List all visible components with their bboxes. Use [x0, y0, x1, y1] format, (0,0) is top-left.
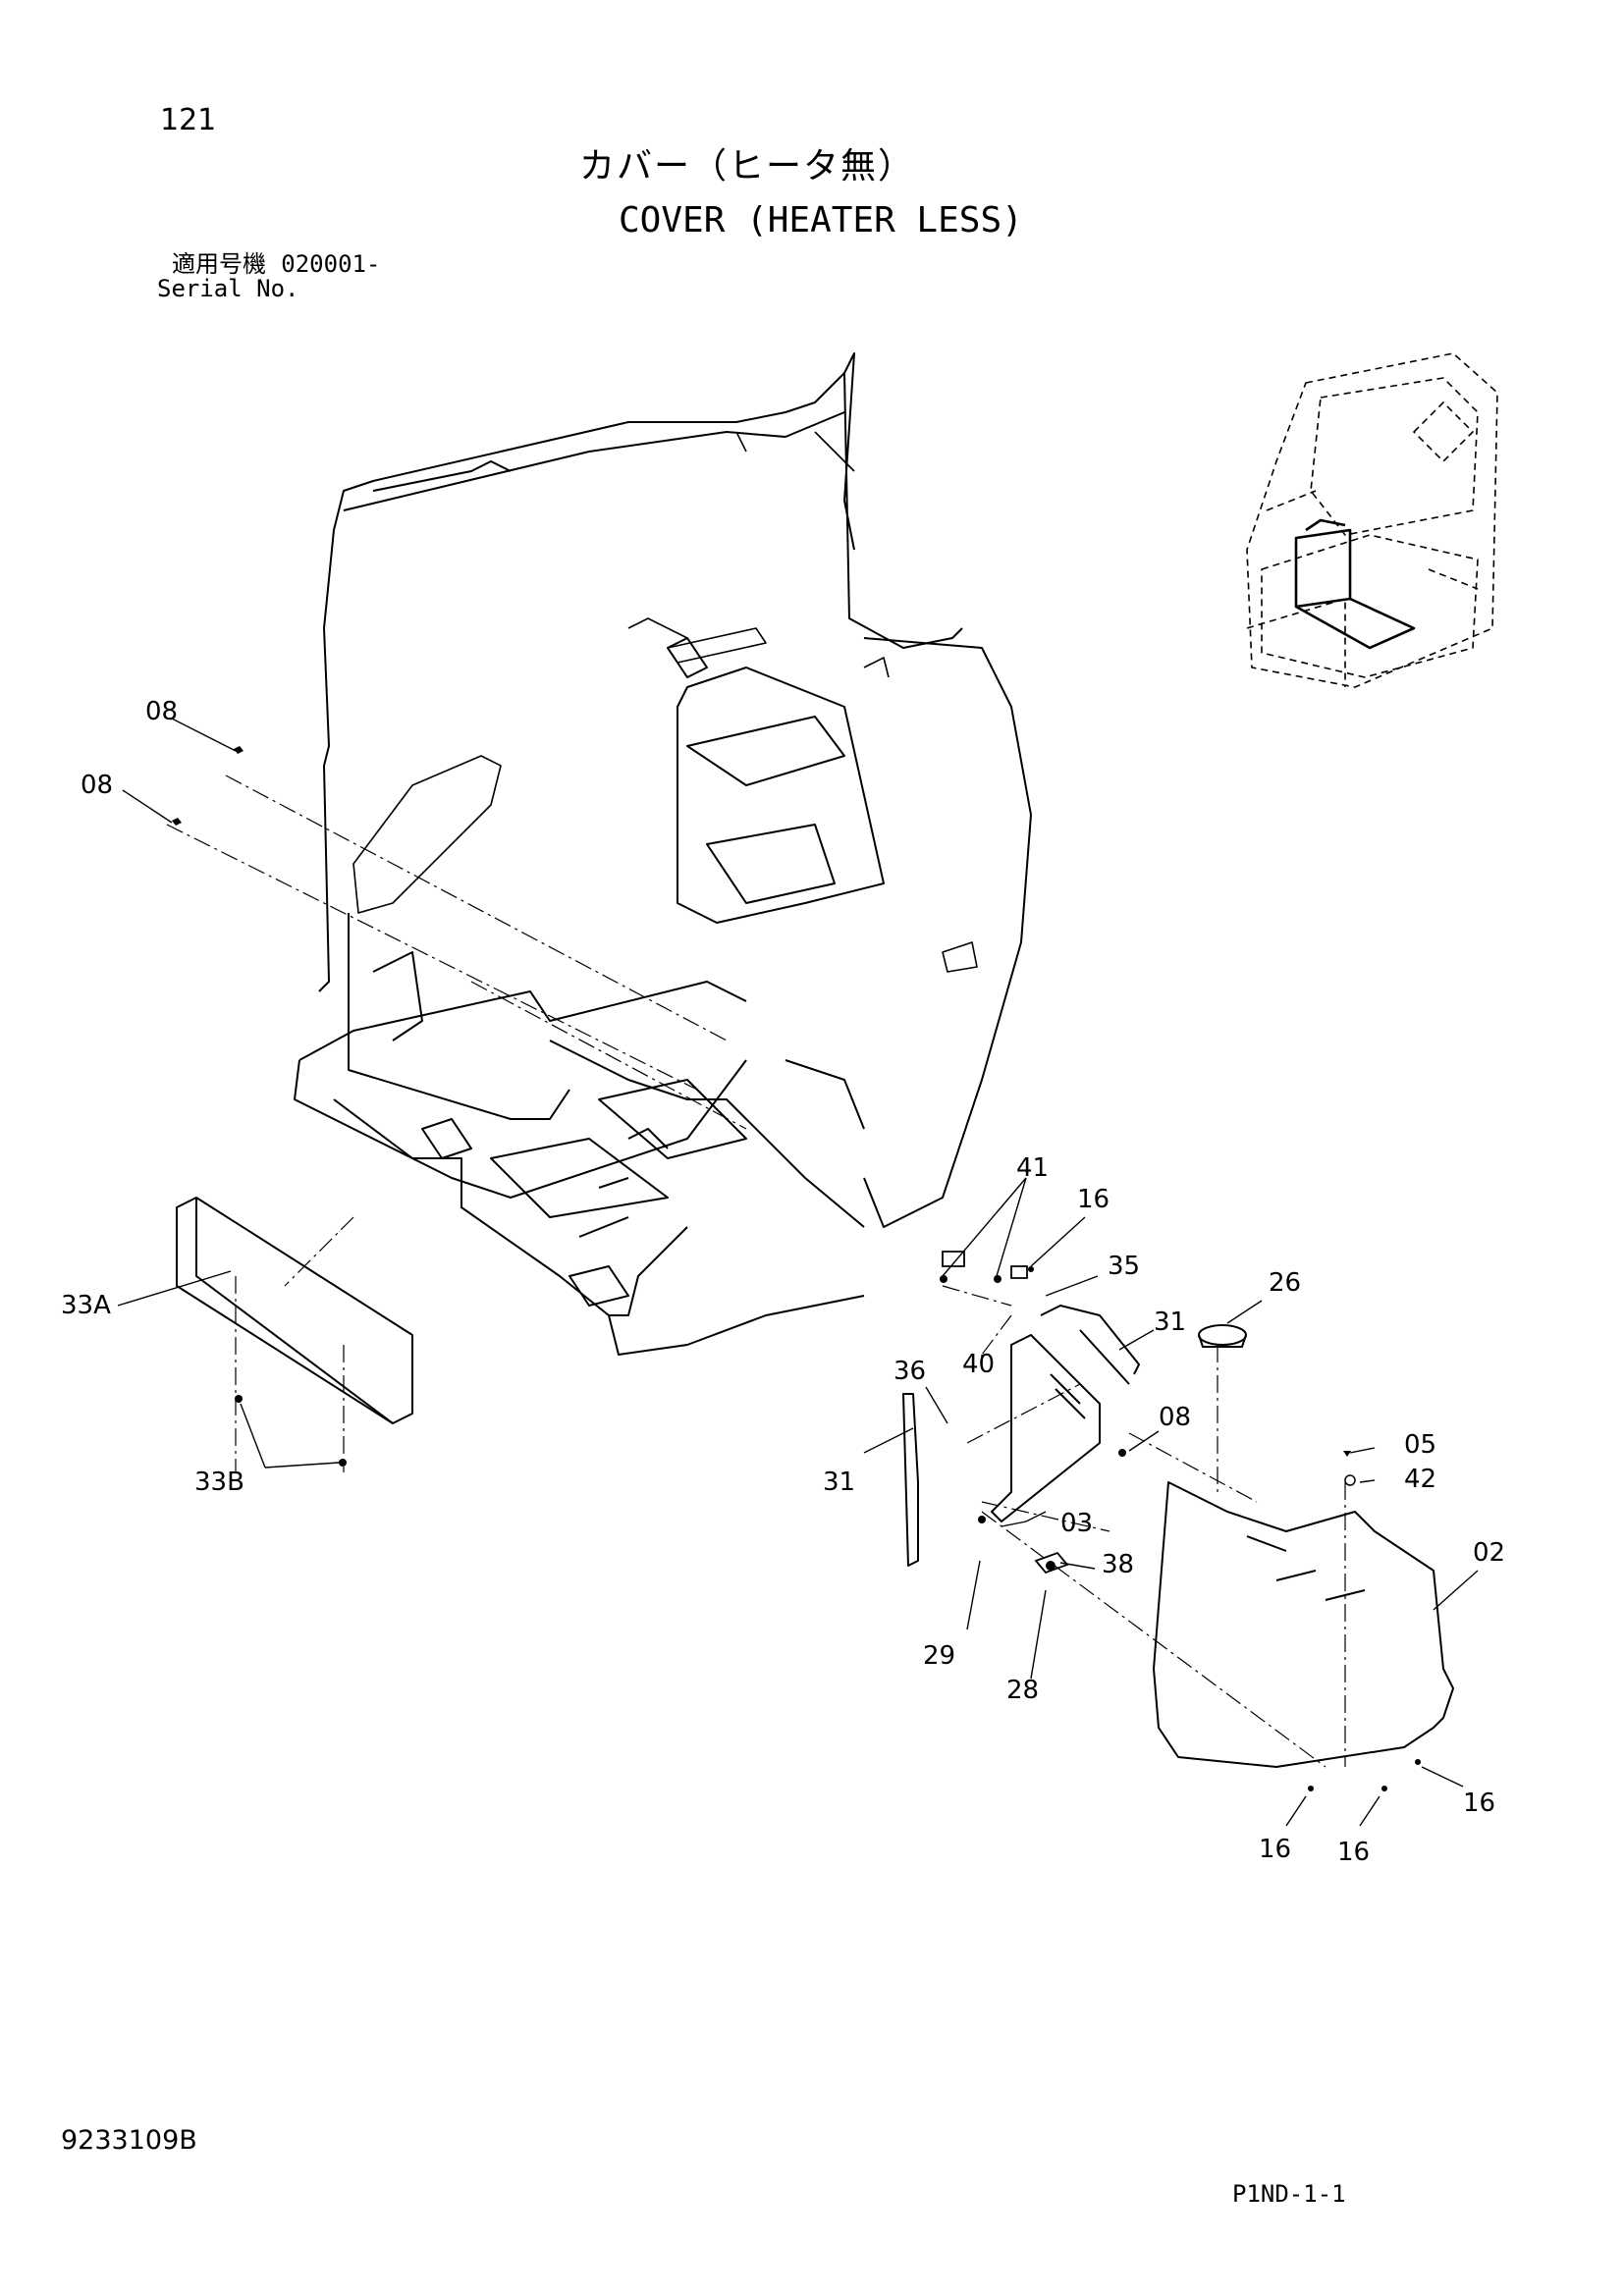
- callout-16-c: 16: [1259, 1835, 1291, 1864]
- callout-05: 05: [1404, 1430, 1436, 1460]
- console-body: [294, 352, 1032, 1356]
- callout-29: 29: [923, 1641, 955, 1671]
- part-03: [991, 1334, 1101, 1522]
- page-code: P1ND-1-1: [1232, 2180, 1346, 2208]
- part-31-rods: [902, 1305, 1140, 1567]
- serial-line-japanese: 適用号機 020001-: [172, 252, 380, 276]
- callout-35: 35: [1108, 1252, 1140, 1281]
- document-code: 9233109B: [61, 2125, 197, 2156]
- callout-08-a: 08: [145, 697, 178, 726]
- callout-28: 28: [1006, 1676, 1039, 1705]
- part-33A: [176, 1197, 413, 1424]
- callout-31-a: 31: [1154, 1308, 1186, 1337]
- console-details: [352, 431, 978, 973]
- part-26: [1198, 1324, 1247, 1348]
- callout-41: 41: [1016, 1153, 1049, 1183]
- callout-42: 42: [1404, 1465, 1436, 1494]
- title-english: COVER (HEATER LESS): [619, 200, 1023, 240]
- callout-16-d: 16: [1337, 1838, 1370, 1867]
- machine-overview-inset: [1246, 352, 1498, 688]
- callout-03: 03: [1060, 1509, 1093, 1538]
- callout-08-c: 08: [1159, 1403, 1191, 1432]
- callout-16-b: 16: [1463, 1789, 1495, 1818]
- callout-08-b: 08: [81, 771, 113, 800]
- page-number: 121: [160, 103, 217, 137]
- callout-02: 02: [1473, 1538, 1505, 1568]
- callout-33B: 33B: [194, 1468, 244, 1497]
- center-lines: [166, 774, 1346, 1768]
- callout-40: 40: [962, 1350, 995, 1379]
- title-japanese: カバー（ヒータ無）: [579, 146, 916, 187]
- serial-value: 020001-: [281, 250, 381, 278]
- serial-label-english: Serial No.: [157, 275, 299, 302]
- callouts: 08 08 33A 33B 41 16 35 31 26 36 40 08 31…: [61, 697, 1505, 1867]
- serial-label-jp: 適用号機: [172, 250, 266, 278]
- callout-31-b: 31: [823, 1468, 855, 1497]
- callout-36: 36: [893, 1357, 926, 1386]
- part-02: [1153, 1481, 1454, 1768]
- hardware: [172, 746, 1421, 1791]
- callout-16-a: 16: [1077, 1185, 1110, 1214]
- callout-33A: 33A: [61, 1291, 111, 1320]
- callout-26: 26: [1269, 1268, 1301, 1298]
- machine-overview-highlight: [1294, 518, 1416, 650]
- callout-38: 38: [1102, 1550, 1134, 1579]
